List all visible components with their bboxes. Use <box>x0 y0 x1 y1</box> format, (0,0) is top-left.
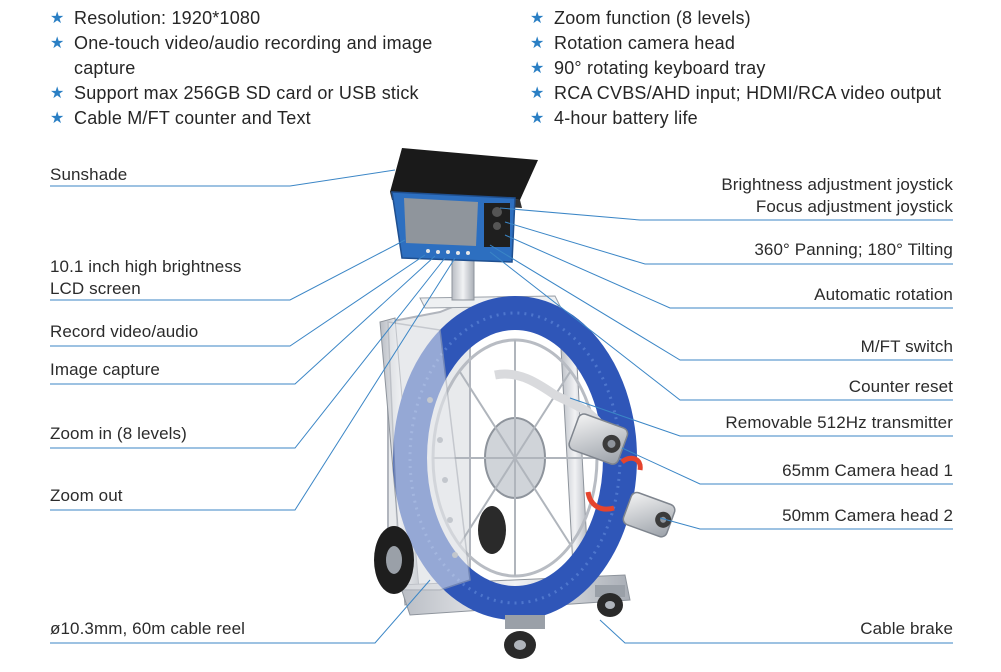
leader-lines-right <box>489 207 953 644</box>
monitor <box>390 148 538 263</box>
callout-brightness-joystick: Brightness adjustment joystick <box>721 175 953 194</box>
feature-item: ★Cable M/FT counter and Text <box>50 106 490 131</box>
callout-panning: 360° Panning; 180° Tilting <box>754 240 953 259</box>
callout-lcd-line1: 10.1 inch high brightness <box>50 257 242 276</box>
caster-wheels <box>504 585 625 659</box>
callout-counter-reset: Counter reset <box>848 377 953 396</box>
rotation-arrow-icon <box>585 491 615 512</box>
callout-focus-joystick: Focus adjustment joystick <box>755 197 953 216</box>
callout-mft-switch: M/FT switch <box>860 337 953 356</box>
rotation-arrow-icon <box>620 455 643 471</box>
feature-item: ★Rotation camera head <box>530 31 990 56</box>
star-icon: ★ <box>530 110 545 127</box>
feature-item: ★RCA CVBS/AHD input; HDMI/RCA video outp… <box>530 81 990 106</box>
star-icon: ★ <box>530 10 545 27</box>
leader-lines-left <box>50 169 456 644</box>
feature-item: ★Zoom function (8 levels) <box>530 6 990 31</box>
wheel-back <box>478 506 506 554</box>
callout-zoom-in: Zoom in (8 levels) <box>50 424 187 443</box>
feature-list-right: ★Zoom function (8 levels) ★Rotation came… <box>530 6 990 131</box>
callout-image-capture: Image capture <box>50 360 160 379</box>
feature-item: ★4-hour battery life <box>530 106 990 131</box>
callout-record: Record video/audio <box>50 322 199 341</box>
camera-cable <box>494 369 604 428</box>
star-icon: ★ <box>530 35 545 52</box>
camera-head-50mm <box>622 491 676 538</box>
feature-item: ★Resolution: 1920*1080 <box>50 6 490 31</box>
callout-lcd-line2: LCD screen <box>50 279 141 298</box>
sunshade-panel <box>390 148 538 200</box>
star-icon: ★ <box>50 110 65 127</box>
star-icon: ★ <box>50 10 65 27</box>
frame-bolts <box>427 397 458 558</box>
feature-item: ★90° rotating keyboard tray <box>530 56 990 81</box>
feature-item: ★Support max 256GB SD card or USB stick <box>50 81 490 106</box>
callout-transmitter: Removable 512Hz transmitter <box>725 413 953 432</box>
callout-camera-head-2: 50mm Camera head 2 <box>782 506 953 525</box>
callout-zoom-out: Zoom out <box>50 486 123 505</box>
feature-item: ★One-touch video/audio recording and ima… <box>50 33 433 78</box>
callout-sunshade: Sunshade <box>50 165 128 184</box>
star-icon: ★ <box>530 60 545 77</box>
star-icon: ★ <box>50 85 65 102</box>
lcd-screen <box>404 198 478 246</box>
star-icon: ★ <box>530 85 545 102</box>
callout-camera-head-1: 65mm Camera head 1 <box>782 461 953 480</box>
wheel-left <box>374 526 414 594</box>
star-icon: ★ <box>50 35 65 52</box>
feature-list-left: ★Resolution: 1920*1080 ★One-touch video/… <box>50 6 490 131</box>
callout-cable-reel: ø10.3mm, 60m cable reel <box>50 619 246 638</box>
callout-cable-brake: Cable brake <box>860 619 953 638</box>
callout-automatic-rotation: Automatic rotation <box>814 285 953 304</box>
